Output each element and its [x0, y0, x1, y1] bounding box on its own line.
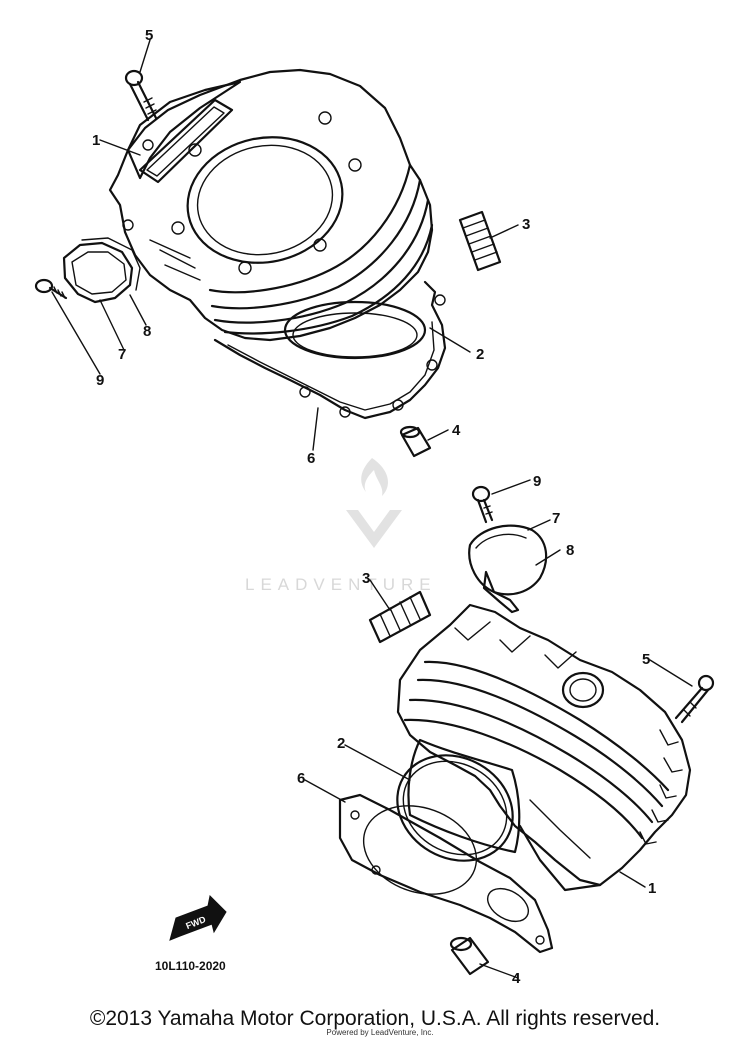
callout-4-top: 4 — [452, 422, 461, 439]
callout-9-top: 9 — [96, 372, 104, 389]
bottom-dowel-pin — [368, 590, 432, 644]
leadventure-watermark: LEADVENTURE — [245, 458, 437, 594]
top-cover-bolt — [34, 278, 68, 300]
top-stud-bolt — [124, 69, 158, 122]
copyright-notice: ©2013 Yamaha Motor Corporation, U.S.A. A… — [89, 1007, 661, 1030]
callout-8-top: 8 — [143, 323, 151, 340]
bottom-base-gasket — [338, 793, 554, 954]
bottom-cylinder-sleeve — [407, 738, 521, 854]
bottom-stud-bolt — [674, 674, 715, 724]
callout-3-top: 3 — [522, 216, 530, 233]
bottom-o-ring — [396, 754, 514, 862]
diagram-code: 10L110-2020 — [155, 959, 226, 973]
top-cylinder-bore — [186, 136, 344, 264]
bottom-cylinder-assembly — [304, 479, 715, 979]
callout-6-top: 6 — [307, 450, 315, 467]
callout-9-bottom: 9 — [533, 473, 541, 490]
top-dowel-pin — [458, 210, 502, 272]
callout-5-top: 5 — [145, 27, 153, 44]
top-dowel-pin-small — [399, 425, 432, 458]
callout-1-bottom: 1 — [648, 880, 656, 897]
top-callouts: 5 1 3 2 8 7 9 6 4 — [92, 27, 530, 467]
callout-1-top: 1 — [92, 132, 100, 149]
bottom-callouts: 9 7 8 3 5 2 6 1 4 — [297, 473, 656, 987]
bottom-cylinder-body — [396, 603, 692, 887]
callout-2-top: 2 — [476, 346, 484, 363]
callout-7-bottom: 7 — [552, 510, 560, 527]
powered-by-text: Powered by LeadVenture, Inc. — [326, 1028, 434, 1037]
callout-8-bottom: 8 — [566, 542, 574, 559]
callout-7-top: 7 — [118, 346, 126, 363]
fwd-arrow-icon: FWD — [169, 894, 227, 941]
watermark-text: LEADVENTURE — [245, 575, 437, 594]
callout-4-bottom: 4 — [512, 970, 521, 987]
callout-6-bottom: 6 — [297, 770, 305, 787]
bottom-cover-plate — [468, 524, 548, 614]
callout-2-bottom: 2 — [337, 735, 345, 752]
callout-3-bottom: 3 — [362, 570, 370, 587]
top-cover-plate — [62, 241, 134, 304]
top-cylinder-assembly — [34, 39, 519, 458]
top-base-gasket — [213, 280, 447, 420]
top-cylinder-sleeve — [283, 300, 427, 360]
callout-5-bottom: 5 — [642, 651, 650, 668]
bottom-dowel-pin-small — [449, 936, 490, 976]
bottom-cover-bolt — [471, 485, 494, 524]
